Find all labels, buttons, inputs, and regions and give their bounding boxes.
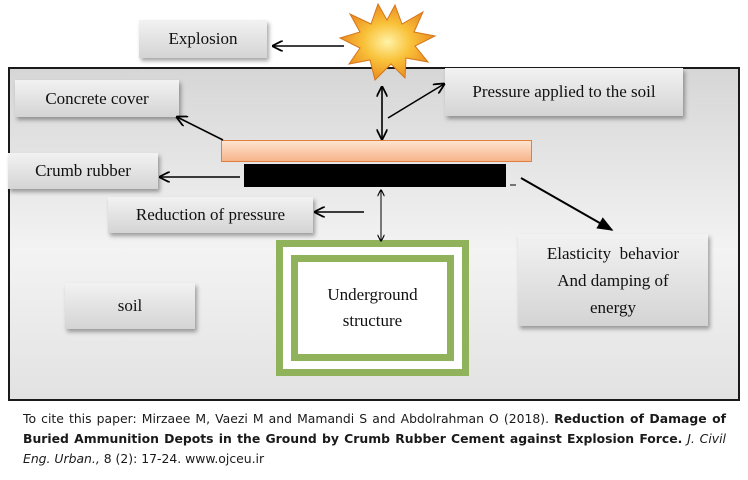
elasticity-label-box: Elasticity behavior And damping of energ… (518, 234, 708, 326)
citation-prefix: To cite this paper: Mirzaee M, Vaezi M a… (23, 411, 555, 426)
crumb-rubber-label-box: Crumb rubber (8, 153, 158, 189)
reduction-of-pressure-label: Reduction of pressure (135, 205, 286, 224)
concrete-cover-label-box: Concrete cover (15, 80, 179, 117)
soil-label-box: soil (65, 283, 195, 329)
elasticity-label-line1: Elasticity behavior (546, 243, 680, 263)
arrow-to-pressure-applied (387, 84, 444, 119)
citation-title: Reduction of Damage of Buried Ammunition… (23, 411, 726, 446)
concrete-cover-label: Concrete cover (45, 88, 149, 108)
explosion-icon (338, 2, 437, 81)
citation-text: To cite this paper: Mirzaee M, Vaezi M a… (23, 409, 726, 469)
soil-label: soil (117, 296, 143, 315)
explosion-label-box: Explosion (139, 20, 267, 58)
reduction-of-pressure-label-box: Reduction of pressure (108, 197, 313, 233)
arrow-slab-to-concrete-cover (177, 117, 224, 141)
underground-structure-label: Underground structure (283, 247, 462, 369)
concrete-cover-slab (221, 140, 532, 162)
elasticity-label-line2: And damping of (557, 270, 669, 290)
underground-structure-label-line1: Underground (327, 285, 418, 304)
crumb-rubber-layer (244, 164, 506, 187)
arrow-to-elasticity (520, 177, 614, 231)
diagram-overlay (0, 2, 614, 410)
pressure-applied-label: Pressure applied to the soil (472, 82, 656, 101)
underground-structure-inner-frame (291, 255, 454, 361)
elasticity-label-line3: energy (590, 297, 636, 317)
underground-structure: Underground structure (276, 240, 469, 376)
crumb-rubber-label: Crumb rubber (35, 161, 131, 180)
citation-journal: J. Civil Eng. Urban., (23, 431, 726, 466)
explosion-label: Explosion (168, 29, 238, 48)
underground-structure-label-line2: structure (342, 311, 403, 330)
pressure-applied-label-box: Pressure applied to the soil (445, 68, 683, 116)
citation-details: 8 (2): 17-24. www.ojceu.ir (99, 451, 265, 466)
